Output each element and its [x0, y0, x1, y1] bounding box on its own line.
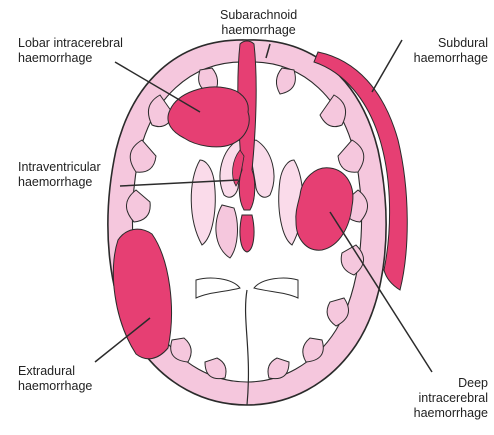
label-subdural: Subdural haemorrhage — [414, 36, 488, 66]
label-deep-line3: haemorrhage — [414, 406, 488, 421]
label-lobar-intracerebral: Lobar intracerebral haemorrhage — [18, 36, 123, 66]
label-subarachnoid-line2: haemorrhage — [220, 23, 297, 38]
leader-subdural — [372, 40, 402, 92]
label-intraventricular-line2: haemorrhage — [18, 175, 101, 190]
label-deep-line1: Deep — [414, 376, 488, 391]
label-subdural-line2: haemorrhage — [414, 51, 488, 66]
label-lobar-line2: haemorrhage — [18, 51, 123, 66]
label-extradural-line1: Extradural — [18, 364, 92, 379]
label-extradural-line2: haemorrhage — [18, 379, 92, 394]
label-subarachnoid: Subarachnoid haemorrhage — [220, 8, 297, 38]
label-deep-intracerebral: Deep intracerebral haemorrhage — [414, 376, 488, 421]
label-lobar-line1: Lobar intracerebral — [18, 36, 123, 51]
label-intraventricular: Intraventricular haemorrhage — [18, 160, 101, 190]
third-ventricle-blood — [240, 215, 254, 252]
label-intraventricular-line1: Intraventricular — [18, 160, 101, 175]
label-subdural-line1: Subdural — [414, 36, 488, 51]
label-deep-line2: intracerebral — [414, 391, 488, 406]
label-subarachnoid-line1: Subarachnoid — [220, 8, 297, 23]
label-extradural: Extradural haemorrhage — [18, 364, 92, 394]
